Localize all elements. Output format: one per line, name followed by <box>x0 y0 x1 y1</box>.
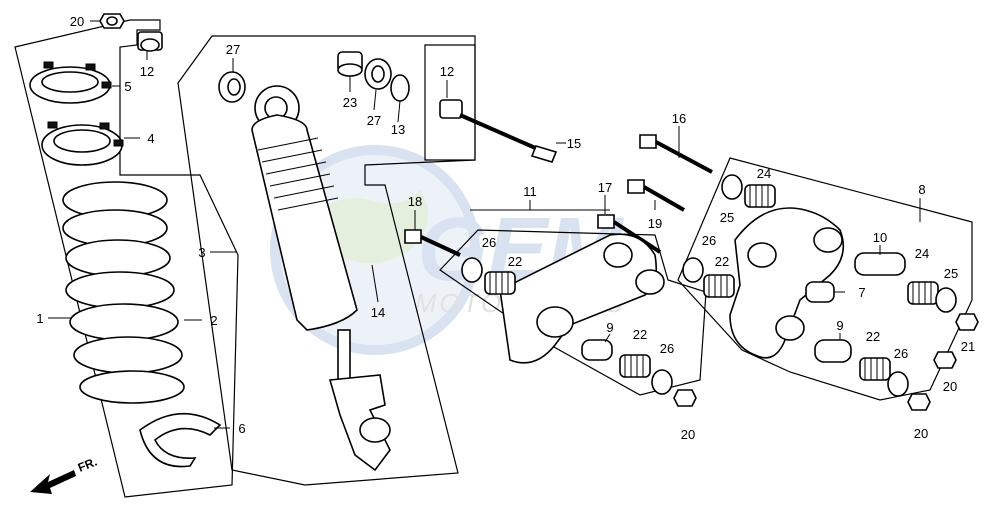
nut-21 <box>955 313 979 331</box>
front-arrow-icon <box>30 470 76 494</box>
callout-22-rocker-left: 22 <box>715 254 729 269</box>
callout-20-rocker-mid: 20 <box>943 379 957 394</box>
needle-bearing-24-rocker-upper <box>744 184 776 208</box>
dust-seal-27-right <box>364 58 392 90</box>
callout-7: 7 <box>858 285 865 300</box>
seal-26-link-upper <box>461 257 483 283</box>
callout-26-link-upper: 26 <box>482 235 496 250</box>
collar-7 <box>805 281 835 303</box>
callout-20-rocker-low: 20 <box>914 426 928 441</box>
callout-24-upper: 24 <box>757 166 771 181</box>
shock-group-frame <box>177 35 476 486</box>
callout-2: 2 <box>210 313 217 328</box>
callout-12-right: 12 <box>440 64 454 79</box>
shock-absorber-3 <box>251 85 391 472</box>
nut-20-rocker-mid <box>933 351 957 369</box>
rocker-arm-frame <box>677 157 973 401</box>
callout-27-left: 27 <box>226 42 240 57</box>
callout-11: 11 <box>523 184 537 199</box>
callout-27-right: 27 <box>367 113 381 128</box>
callout-22-rocker-lower: 22 <box>866 329 880 344</box>
spring-seat-6 <box>139 412 222 468</box>
collar-9-rocker <box>814 339 852 363</box>
collar-10 <box>854 252 906 276</box>
callout-26-rocker-left: 26 <box>702 233 716 248</box>
nut-20-rocker-low <box>907 393 931 411</box>
callout-25-right: 25 <box>944 266 958 281</box>
callout-18: 18 <box>408 194 422 209</box>
callout-4: 4 <box>147 131 154 146</box>
callout-9-rocker: 9 <box>836 318 843 333</box>
bolt-15 <box>459 113 558 163</box>
dust-seal-27-left <box>218 71 246 103</box>
seal-26-rocker-left <box>682 257 704 283</box>
spring-group-frame <box>14 19 239 498</box>
callout-26-rocker-lower: 26 <box>894 346 908 361</box>
callout-3: 3 <box>198 245 205 260</box>
callout-12: 12 <box>140 64 154 79</box>
bolt-19 <box>627 179 685 212</box>
callout-26-link-lower: 26 <box>660 341 674 356</box>
leader-lines <box>48 20 921 429</box>
collar-23 <box>337 51 363 77</box>
callout-1: 1 <box>36 311 43 326</box>
callout-16: 16 <box>672 111 686 126</box>
seal-25-rocker-upper <box>721 174 743 200</box>
callout-23: 23 <box>343 95 357 110</box>
seal-25-rocker-right <box>935 287 957 313</box>
callout-21: 21 <box>961 339 975 354</box>
needle-bearing-22-rocker-lower <box>859 357 891 381</box>
bushing-12-left <box>137 31 163 52</box>
callout-9-link: 9 <box>606 320 613 335</box>
bushing-12-right <box>439 99 463 119</box>
callout-24-right: 24 <box>915 246 929 261</box>
callout-15: 15 <box>567 136 581 151</box>
callout-19: 19 <box>648 216 662 231</box>
front-indicator-label: FR. <box>76 455 99 475</box>
callout-25-upper: 25 <box>720 210 734 225</box>
callout-22-link-lower: 22 <box>633 327 647 342</box>
bolt-18 <box>404 229 461 257</box>
needle-bearing-24-rocker-right <box>907 281 939 305</box>
callout-17: 17 <box>598 180 612 195</box>
seal-26-link-lower <box>651 369 673 395</box>
circlip-13 <box>390 74 410 102</box>
seal-26-rocker-lower <box>887 371 909 397</box>
callout-20: 20 <box>70 14 84 29</box>
needle-bearing-22-rocker-left <box>703 274 735 298</box>
needle-bearing-22-link-lower <box>619 354 651 378</box>
callout-10: 10 <box>873 230 887 245</box>
callout-8: 8 <box>918 182 925 197</box>
coil-spring-2 <box>62 181 185 404</box>
shock-link-arm-11 <box>499 233 665 364</box>
nut-20-top <box>99 13 125 29</box>
callout-22-link-upper: 22 <box>508 254 522 269</box>
callout-5: 5 <box>124 79 131 94</box>
callout-20-link: 20 <box>681 427 695 442</box>
front-indicator: FR. <box>30 455 99 494</box>
callout-6: 6 <box>238 421 245 436</box>
bolt-16 <box>639 134 713 174</box>
nut-20-link <box>673 389 697 407</box>
rocker-arm-8 <box>729 207 845 359</box>
needle-bearing-22-link-upper <box>484 271 516 295</box>
spring-locknut-5 <box>29 61 112 104</box>
collar-9-link <box>581 339 613 361</box>
callout-labels: 20 12 5 4 1 2 6 3 27 23 27 13 14 12 15 1… <box>36 14 975 442</box>
group-frames <box>14 19 973 498</box>
spring-adjuster-nut-4 <box>41 121 124 166</box>
upper-mount-frame <box>424 44 476 161</box>
callout-14: 14 <box>371 305 385 320</box>
callout-13: 13 <box>391 122 405 137</box>
